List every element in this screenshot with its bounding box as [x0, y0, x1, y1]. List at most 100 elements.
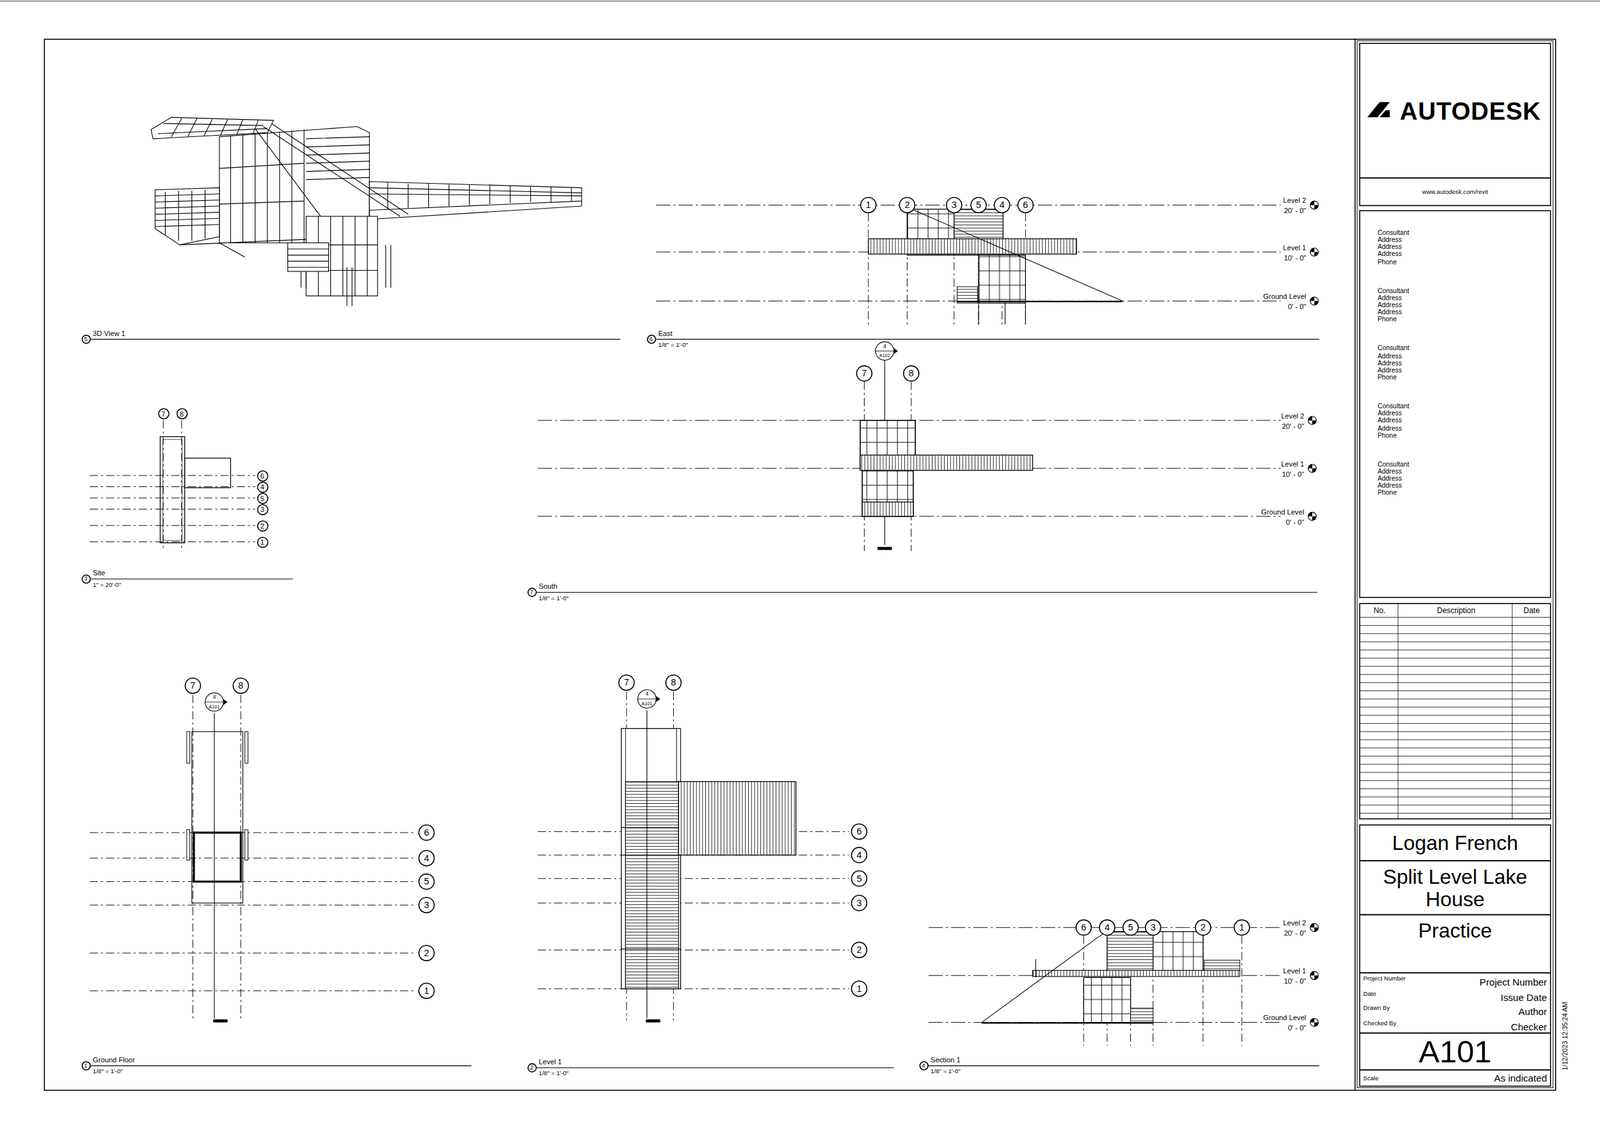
- info-value: Checker: [1455, 1022, 1547, 1033]
- grid-label: 5: [856, 874, 862, 884]
- grid-bubble: 1: [256, 536, 269, 548]
- project-title: Practice: [1418, 919, 1492, 943]
- grid-label: 1: [260, 538, 265, 546]
- info-value: Issue Date: [1455, 992, 1547, 1004]
- view-number: 6: [646, 334, 656, 344]
- grid-label: 2: [904, 200, 910, 210]
- grid-bubble: 8: [665, 674, 683, 692]
- scale-box: ScaleAs indicated: [1359, 1069, 1552, 1087]
- table-header: Description: [1399, 604, 1514, 617]
- info-key: Date: [1363, 988, 1455, 997]
- view-number: 1: [81, 1060, 91, 1070]
- logo-panel: AUTODESK: [1359, 42, 1552, 179]
- level-elevation: 10' - 0": [1283, 254, 1307, 262]
- section-marker: 4A101: [637, 689, 656, 709]
- grid-label: 1: [423, 986, 429, 996]
- grid-label: 8: [670, 677, 676, 687]
- view-number-text: 6: [649, 336, 653, 343]
- level-name: Level 2: [1283, 197, 1307, 205]
- level-name: Level 2: [1283, 919, 1307, 927]
- grid-bubble: 7: [618, 674, 635, 692]
- grid-label: 6: [1022, 200, 1028, 210]
- level-elevation: 10' - 0": [1281, 470, 1305, 478]
- level-elevation: 0' - 0": [1287, 1024, 1306, 1032]
- grid-bubble: 7: [157, 407, 169, 420]
- view-number: 3: [81, 574, 91, 584]
- 3d-view-illustration: [151, 117, 582, 306]
- view-number-text: 4: [921, 1062, 925, 1069]
- grid-bubble: 2: [418, 944, 436, 962]
- table-header: No.: [1360, 604, 1400, 617]
- level-elevation: 10' - 0": [1283, 977, 1307, 985]
- site-plan: [89, 420, 255, 552]
- east-elevation: [656, 200, 1319, 325]
- section-number: 4: [645, 689, 649, 699]
- level-name: Ground Level: [1263, 293, 1307, 301]
- info-key: Scale: [1363, 1075, 1379, 1082]
- grid-label: 8: [179, 409, 184, 417]
- project-info-box: Project NumberProject NumberDateIssue Da…: [1359, 972, 1552, 1034]
- grid-label: 7: [161, 409, 166, 417]
- view-title: 3D View 1: [92, 329, 126, 337]
- view-title: Ground Floor: [92, 1056, 136, 1064]
- section-1: [928, 923, 1319, 1046]
- grid-bubble: 4: [256, 481, 269, 493]
- grid-bubble: 5: [851, 870, 868, 888]
- grid-bubble: 6: [256, 469, 269, 482]
- grid-label: 1: [1239, 922, 1245, 932]
- level-name: Level 2: [1281, 412, 1305, 420]
- table-header: Date: [1512, 604, 1550, 617]
- grid-bubble: 5: [970, 197, 987, 214]
- grid-bubble: 4: [993, 197, 1011, 214]
- section-marker: 4A101: [875, 341, 895, 361]
- grid-bubble: 8: [903, 365, 920, 383]
- info-value: Author: [1455, 1007, 1547, 1019]
- grid-bubble: 5: [256, 492, 269, 504]
- view-scale: 1" = 20'-0": [92, 581, 121, 589]
- grid-bubble: 8: [176, 407, 188, 420]
- grid-bubble: 3: [1144, 919, 1162, 937]
- grid-bubble: 6: [1075, 919, 1092, 937]
- info-key: Drawn By: [1363, 1002, 1455, 1012]
- grid-bubble: 6: [1017, 197, 1035, 214]
- grid-label: 4: [856, 850, 862, 860]
- grid-label: 8: [238, 680, 244, 690]
- grid-label: 2: [856, 945, 862, 955]
- project-title-box: Logan French: [1359, 824, 1552, 861]
- view-number-text: 1: [83, 1062, 88, 1069]
- grid-label: 3: [856, 898, 862, 908]
- view-scale: 1/8" = 1'-0": [538, 595, 569, 602]
- grid-label: 3: [951, 200, 957, 210]
- sheet-reference: A101: [641, 698, 653, 708]
- level-elevation: 20' - 0": [1281, 422, 1305, 430]
- grid-label: 2: [423, 948, 429, 958]
- section-marker: 4A101: [204, 693, 224, 712]
- grid-bubble: 5: [418, 873, 436, 891]
- grid-bubble: 2: [1194, 919, 1212, 937]
- grid-label: 7: [624, 677, 630, 687]
- view-scale: 1/8" = 1'-0": [92, 1068, 123, 1075]
- view-title-lines: [90, 339, 1320, 1068]
- grid-bubble: 6: [851, 823, 868, 841]
- grid-label: 4: [999, 200, 1005, 210]
- grid-bubble: 4: [851, 846, 868, 864]
- grid-label: 7: [861, 368, 867, 378]
- view-title: Level 1: [538, 1057, 562, 1065]
- grid-bubble: 4: [418, 849, 436, 867]
- view-number-text: 7: [529, 588, 534, 596]
- grid-bubble: 3: [945, 197, 963, 214]
- info-key: Checked By: [1363, 1017, 1455, 1026]
- info-key: Project Number: [1363, 973, 1455, 982]
- level-name: Ground Level: [1263, 1014, 1307, 1022]
- grid-label: 5: [1128, 922, 1134, 932]
- level-1-plan: [537, 689, 849, 1023]
- sheet-border: [0, 1, 1600, 1091]
- grid-bubble: 7: [856, 365, 873, 383]
- grid-bubble: 1: [860, 197, 877, 214]
- grid-label: 8: [908, 368, 914, 378]
- grid-bubble: 3: [851, 894, 868, 912]
- grid-bubble: 2: [851, 942, 868, 959]
- consultant-block: Consultant Address Address Address Phone: [1377, 460, 1410, 497]
- grid-label: 2: [260, 522, 265, 530]
